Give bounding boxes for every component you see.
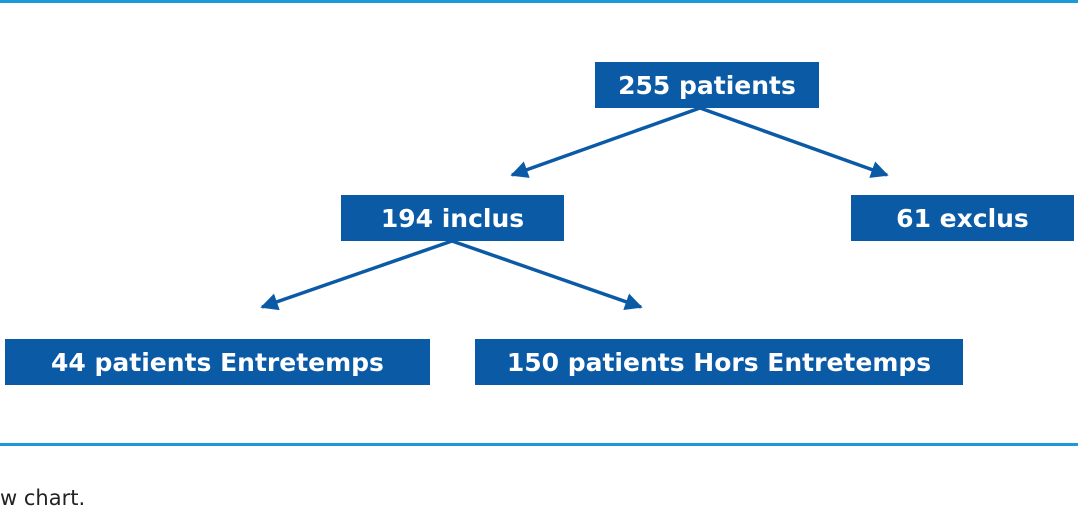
top-rule bbox=[0, 0, 1078, 3]
node-included: 194 inclus bbox=[341, 195, 564, 241]
node-total-patients: 255 patients bbox=[595, 62, 819, 108]
figure-caption: w chart. bbox=[0, 486, 86, 510]
bottom-rule bbox=[0, 443, 1078, 446]
node-entretemps: 44 patients Entretemps bbox=[5, 339, 430, 385]
arrow-included-to-hors-entretemps bbox=[451, 239, 643, 311]
arrow-root-to-included bbox=[510, 106, 701, 178]
node-hors-entretemps: 150 patients Hors Entretemps bbox=[475, 339, 963, 385]
node-excluded: 61 exclus bbox=[851, 195, 1074, 241]
arrow-root-to-excluded bbox=[699, 106, 889, 178]
arrow-included-to-entretemps bbox=[260, 239, 453, 311]
